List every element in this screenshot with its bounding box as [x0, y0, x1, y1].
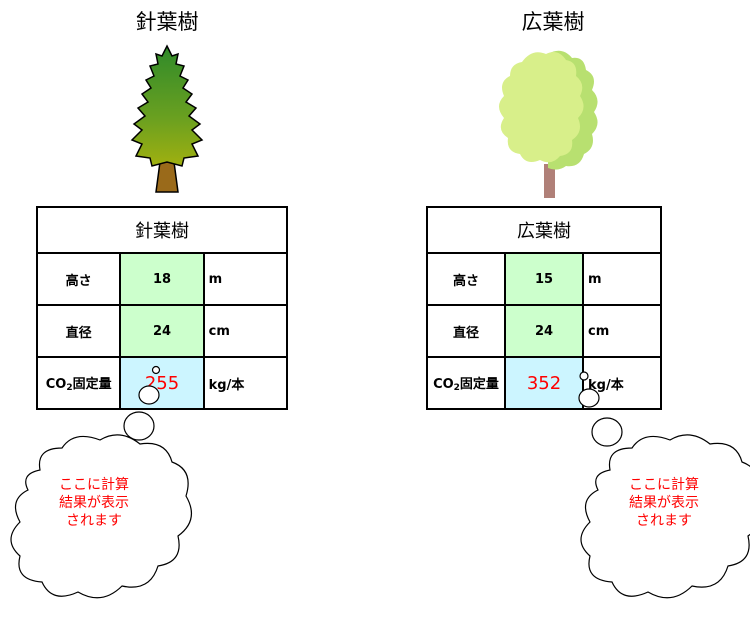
conifer-co2-result-cell: 255: [119, 356, 205, 410]
co2-prefix: CO: [433, 377, 454, 392]
broadleaf-diameter-input[interactable]: 24: [504, 304, 584, 358]
broadleaf-co2-result-cell: 352: [504, 356, 584, 410]
broadleaf-bubble-text: ここに計算 結果が表示 されます: [629, 477, 699, 529]
conifer-bubble-text: ここに計算 結果が表示 されます: [59, 477, 129, 529]
broadleaf-table-title: 広葉樹: [426, 206, 662, 254]
co2-suffix: 固定量: [72, 377, 112, 392]
broadleaf-co2-label: CO2固定量: [426, 356, 506, 410]
conifer-diameter-input[interactable]: 24: [119, 304, 205, 358]
conifer-co2-label: CO2固定量: [35, 356, 122, 410]
co2-prefix: CO: [45, 377, 67, 392]
conifer-diameter-unit: cm: [202, 304, 289, 358]
broadleaf-title: 広葉樹: [521, 10, 585, 34]
co2-suffix: 固定量: [459, 377, 499, 392]
conifer-co2-unit: kg/本: [202, 356, 289, 410]
broadleaf-height-input[interactable]: 15: [504, 252, 584, 306]
broadleaf-height-unit: m: [582, 252, 662, 306]
conifer-height-input[interactable]: 18: [119, 252, 205, 306]
co2-subscript: 2: [453, 383, 460, 393]
conifer-title: 針葉樹: [135, 10, 199, 34]
broadleaf-co2-result: 352: [526, 372, 562, 394]
co2-subscript: 2: [66, 383, 73, 393]
broadleaf-tree-icon: [499, 50, 598, 198]
broadleaf-diameter-label: 直径: [426, 304, 506, 358]
conifer-height-unit: m: [202, 252, 289, 306]
broadleaf-height-label: 高さ: [426, 252, 506, 306]
conifer-calc-table: 針葉樹 高さ 18 m 直径 24 cm CO2固定量 255 kg/本: [35, 206, 289, 410]
conifer-tree-icon: [130, 44, 204, 193]
broadleaf-calc-table: 広葉樹 高さ 15 m 直径 24 cm CO2固定量 352 kg/本: [426, 206, 662, 410]
broadleaf-diameter-unit: cm: [582, 304, 662, 358]
conifer-table-title: 針葉樹: [36, 206, 288, 254]
conifer-height-label: 高さ: [35, 252, 122, 306]
conifer-diameter-label: 直径: [35, 304, 122, 358]
